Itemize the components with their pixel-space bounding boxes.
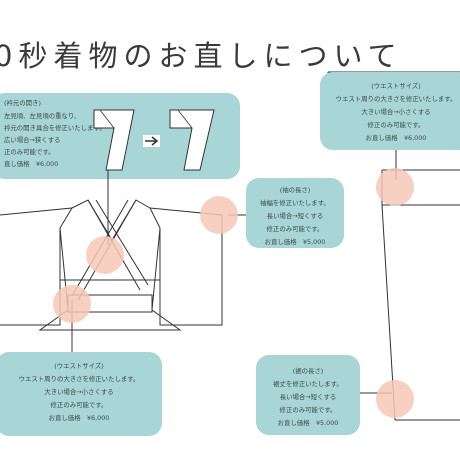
collar-price: 直し価格 ¥6,000: [4, 160, 59, 168]
collar-box-heading: (衿元の開き): [4, 99, 41, 107]
waist-bottom-box-heading: (ウエストサイズ): [54, 362, 104, 370]
waist-top-box-heading: (ウエストサイズ): [371, 82, 421, 90]
skirt-waist-highlight-dot: [376, 168, 414, 206]
sleeve-price: お直し価格 ¥5,000: [264, 238, 326, 246]
arrow-icon: [143, 135, 160, 147]
page-title: 0秒着物のお直しについて: [0, 39, 403, 73]
hem-price: お直し価格 ¥5,000: [277, 419, 339, 427]
collar-highlight-dot: [86, 236, 124, 274]
sleeve-highlight-dot: [200, 196, 238, 234]
waist-top-info-box: (ウエストサイズ) ウエスト周りの大きさを修正いたします。 大きい場合→小さくす…: [320, 72, 460, 150]
hem-info-box: (裾の長さ) 裾丈を修正いたします。 長い場合→短くする 修正のみ可能です。 お…: [256, 355, 360, 435]
seven-shape-before: [93, 109, 135, 171]
waist-highlight-dot: [53, 285, 91, 323]
seven-shape-after: [169, 109, 215, 171]
waist-bottom-info-box: (ウエストサイズ) ウエスト周りの大きさを修正いたします。 大きい場合→小さくす…: [0, 352, 162, 436]
hem-box-heading: (裾の長さ): [292, 367, 324, 375]
sleeve-info-box: (袖の長さ) 袖幅を修正いたします。 長い場合→短くする 修正のみ可能です。 お…: [246, 178, 344, 248]
waist-top-price: お直し価格 ¥6,000: [365, 134, 427, 142]
hem-highlight-dot: [376, 380, 414, 418]
sleeve-box-heading: (袖の長さ): [279, 186, 311, 194]
waist-bottom-price: お直し価格 ¥6,000: [48, 414, 110, 422]
